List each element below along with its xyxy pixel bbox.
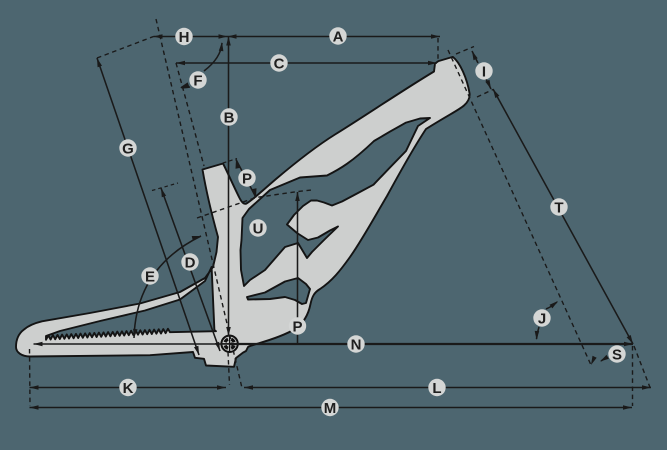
svg-text:A: A bbox=[333, 28, 344, 45]
svg-text:H: H bbox=[179, 29, 190, 46]
svg-text:J: J bbox=[538, 310, 546, 327]
svg-text:B: B bbox=[224, 109, 235, 126]
svg-text:T: T bbox=[554, 199, 563, 216]
svg-text:S: S bbox=[612, 346, 622, 363]
svg-text:C: C bbox=[274, 55, 285, 72]
svg-text:P: P bbox=[292, 318, 302, 335]
svg-text:D: D bbox=[185, 254, 196, 271]
svg-text:M: M bbox=[324, 400, 337, 417]
svg-text:E: E bbox=[145, 268, 155, 285]
svg-text:K: K bbox=[123, 380, 134, 397]
svg-text:U: U bbox=[253, 220, 264, 237]
svg-text:L: L bbox=[432, 380, 441, 397]
svg-text:N: N bbox=[351, 336, 362, 353]
svg-text:G: G bbox=[122, 140, 134, 157]
svg-text:I: I bbox=[482, 63, 486, 80]
svg-text:F: F bbox=[193, 72, 202, 89]
svg-text:P: P bbox=[242, 170, 252, 187]
